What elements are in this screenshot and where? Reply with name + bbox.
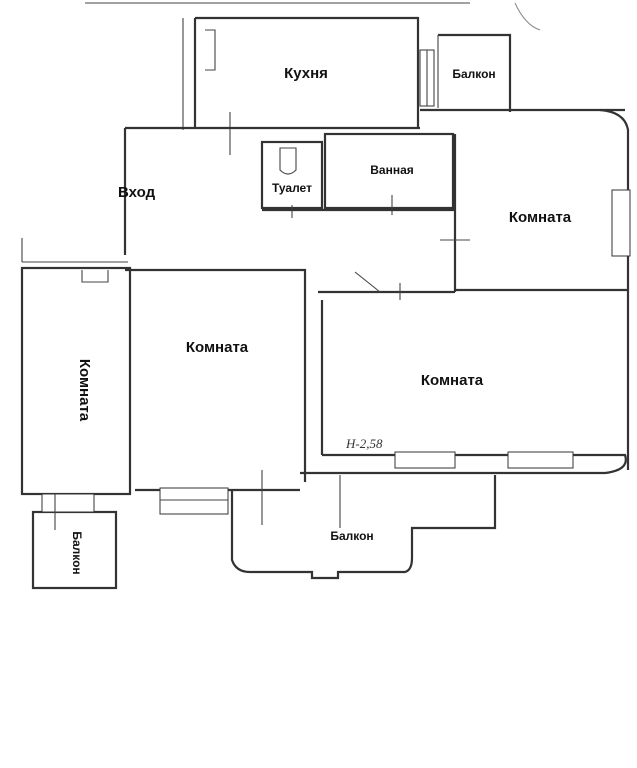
right-upper-room-outline bbox=[453, 134, 628, 292]
bottom-balcony-outline bbox=[230, 475, 497, 580]
bathroom-label: Ванная bbox=[370, 163, 414, 177]
right-upper-window bbox=[611, 189, 631, 257]
kitchen-outline bbox=[182, 16, 420, 155]
room-left-label: Комната bbox=[76, 359, 93, 422]
entrance-label: Вход bbox=[118, 184, 156, 201]
left-room-outline bbox=[20, 238, 132, 496]
toilet-outline bbox=[260, 140, 324, 218]
top-right-curve bbox=[514, 2, 541, 31]
room-center-label: Комната bbox=[186, 339, 249, 356]
ceiling-height-label: H-2,58 bbox=[345, 436, 383, 451]
balcony-bottom-label: Балкон bbox=[330, 529, 373, 543]
door-swing bbox=[354, 271, 381, 293]
room-right-lower-label: Комната bbox=[421, 372, 484, 389]
balcony-left-label: Балкон bbox=[70, 531, 84, 574]
balcony-top-label: Балкон bbox=[452, 67, 495, 81]
right-lower-room-outline bbox=[300, 300, 627, 475]
right-outer-wall bbox=[599, 108, 630, 470]
left-balcony-outline bbox=[31, 493, 118, 590]
toilet-label: Туалет bbox=[272, 181, 312, 195]
top-balcony-outline bbox=[419, 33, 512, 112]
bathroom-outline bbox=[323, 132, 455, 215]
room-right-upper-label: Комната bbox=[509, 209, 572, 226]
center-room-outline bbox=[123, 128, 307, 525]
kitchen-label: Кухня bbox=[284, 65, 328, 82]
